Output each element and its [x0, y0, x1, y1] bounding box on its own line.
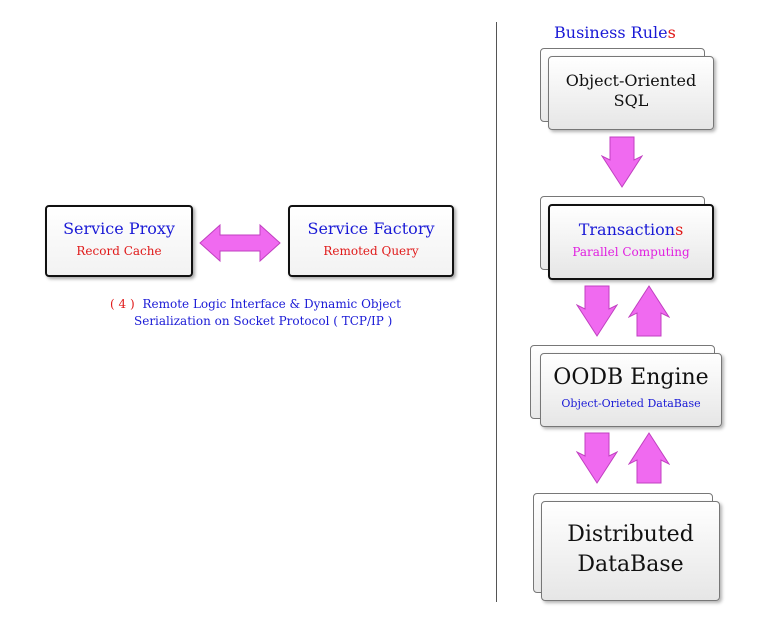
transactions-subtitle: Parallel Computing [572, 245, 690, 259]
distributed-box: Distributed DataBase [541, 501, 720, 601]
service-factory-title: Service Factory [307, 219, 435, 238]
oodb-title: OODB Engine [553, 365, 709, 390]
service-factory-box: Service Factory Remoted Query [288, 205, 454, 277]
arrow-up-icon [628, 285, 670, 337]
transactions-box: Transactions Parallel Computing [548, 204, 714, 280]
business-rules-header: Business Rules [554, 22, 676, 44]
transactions-title-line: Transactions [550, 220, 712, 240]
arrow-down-icon [576, 432, 618, 484]
arrow-up-icon [628, 432, 670, 484]
oodb-box: OODB Engine Object-Orieted DataBase [540, 353, 722, 427]
sql-box: Object-Oriented SQL [548, 56, 714, 130]
oodb-subtitle: Object-Orieted DataBase [561, 397, 701, 410]
transactions-title: Transaction [578, 220, 676, 239]
caption-line1: Remote Logic Interface & Dynamic Object [142, 297, 401, 311]
service-proxy-title: Service Proxy [63, 219, 175, 238]
transactions-title-suffix: s [675, 220, 684, 239]
caption-line2: Serialization on Socket Protocol ( TCP/I… [134, 314, 393, 328]
caption-number: ( 4 ) [110, 297, 135, 311]
distributed-line1: Distributed [567, 522, 694, 547]
protocol-caption: ( 4 ) Remote Logic Interface & Dynamic O… [110, 296, 450, 330]
arrow-down-icon [601, 136, 643, 188]
service-factory-subtitle: Remoted Query [323, 244, 419, 258]
arrow-down-icon [576, 285, 618, 337]
business-rules-suffix: s [667, 23, 676, 42]
sql-line2: SQL [613, 91, 649, 110]
vertical-divider [496, 22, 497, 602]
double-arrow-icon [199, 223, 281, 263]
sql-line1: Object-Oriented [565, 71, 697, 90]
service-proxy-subtitle: Record Cache [76, 244, 162, 258]
distributed-line2: DataBase [577, 552, 684, 577]
service-proxy-box: Service Proxy Record Cache [45, 205, 193, 277]
business-rules-text: Business Rule [554, 23, 668, 42]
